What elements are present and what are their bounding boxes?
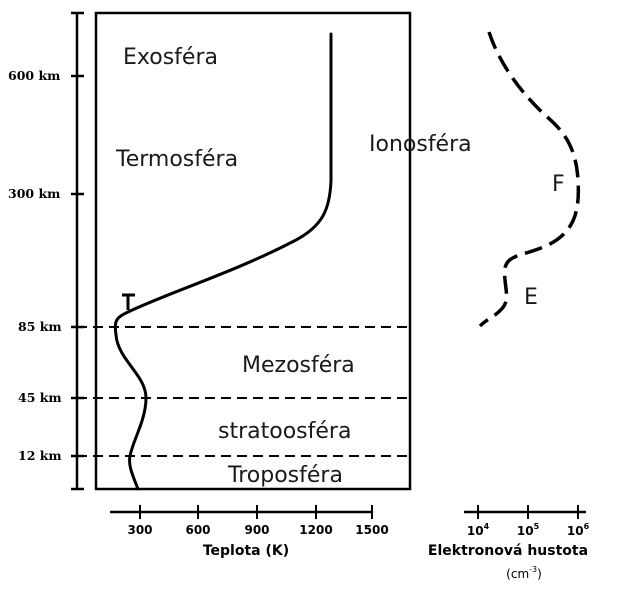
electron-density-profile-line: [478, 31, 581, 328]
density-tick-1e4: 104: [467, 522, 490, 538]
density-ticks: [477, 505, 579, 519]
layer-boundaries: [77, 326, 412, 457]
density-axis-unit: (cm-3): [506, 565, 542, 581]
label-e-region: E: [524, 285, 538, 310]
altitude-label-12: 12 km: [18, 448, 62, 463]
label-mesosphere: Mezosféra: [242, 353, 355, 378]
thermopause-marker: [122, 293, 135, 310]
label-exosphere: Exosféra: [123, 45, 218, 70]
label-thermosphere: Termosféra: [115, 147, 238, 172]
density-tick-1e5: 105: [517, 522, 540, 538]
altitude-label-85: 85 km: [18, 319, 62, 334]
temp-tick-300: 300: [127, 523, 152, 537]
altitude-label-300: 300 km: [8, 186, 60, 201]
temp-tick-900: 900: [244, 523, 269, 537]
density-axis-title: Elektronová hustota: [428, 543, 588, 559]
temperature-axis-title: Teplota (K): [203, 543, 289, 559]
plot-frame: [94, 11, 412, 491]
label-troposphere: Troposféra: [227, 463, 343, 488]
temp-tick-1500: 1500: [355, 523, 388, 537]
altitude-label-45: 45 km: [18, 390, 62, 405]
label-ionosphere: Ionosféra: [369, 132, 472, 157]
label-stratosphere: stratoosféra: [218, 419, 351, 444]
label-f-region: F: [552, 172, 565, 197]
density-tick-1e6: 106: [567, 522, 590, 538]
temp-tick-1200: 1200: [299, 523, 332, 537]
temp-tick-600: 600: [185, 523, 210, 537]
temperature-ticks: [139, 505, 373, 519]
altitude-label-600: 600 km: [8, 68, 60, 83]
temperature-profile-line: [113, 32, 333, 491]
